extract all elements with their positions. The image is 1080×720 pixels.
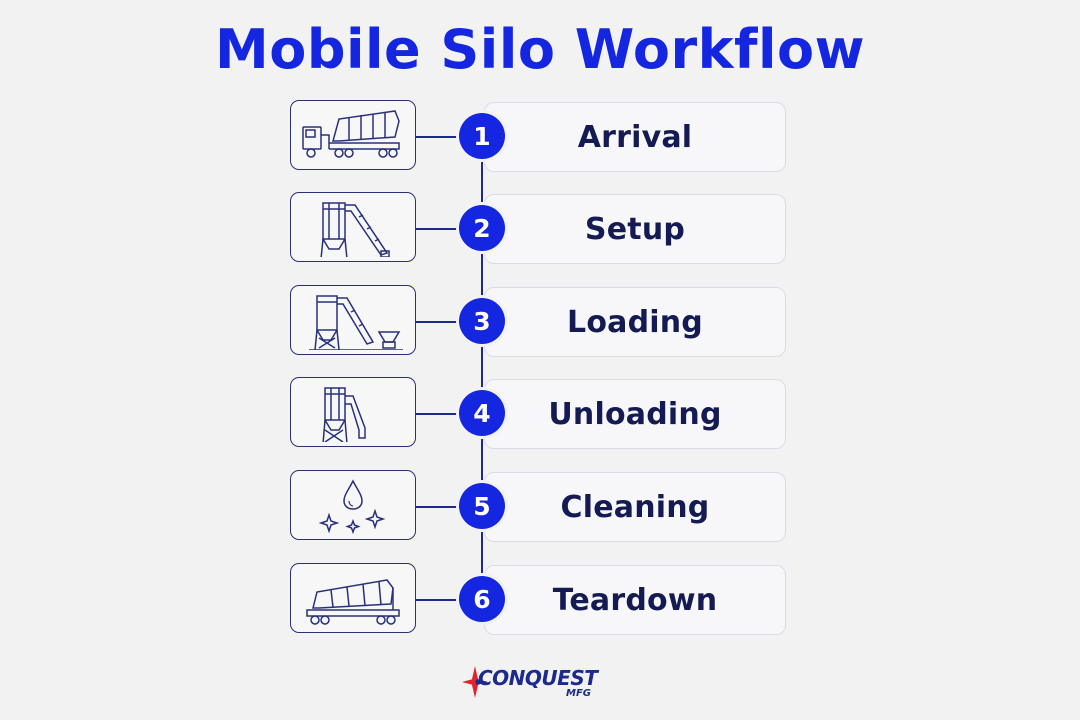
silo-truck-icon [302, 110, 400, 158]
logo-brand: CONQUEST [478, 666, 598, 690]
step-5-card: Cleaning [484, 472, 786, 542]
step-3-card: Loading [484, 287, 786, 357]
step-3-label: Loading [567, 304, 703, 340]
step-4-icon-box [290, 377, 416, 447]
step-1-icon-box [290, 100, 416, 170]
workflow-step-4: Unloading 4 [0, 377, 1080, 449]
workflow-step-3: Loading 3 [0, 285, 1080, 357]
step-4-number-badge: 4 [459, 390, 505, 436]
conquest-logo: CONQUEST MFG [460, 664, 610, 706]
logo-sub: MFG [566, 688, 591, 699]
step-5-label: Cleaning [560, 489, 710, 525]
compass-star-icon [462, 666, 488, 698]
step-2-label: Setup [584, 211, 686, 247]
step-5-connector [416, 506, 464, 508]
silo-unloading-icon [322, 387, 366, 442]
step-6-card: Teardown [484, 565, 786, 635]
step-6-label: Teardown [552, 582, 718, 618]
step-5-icon-box [290, 470, 416, 540]
workflow-step-1: Arrival 1 [0, 100, 1080, 172]
step-3-icon-box [290, 285, 416, 355]
step-1-card: Arrival [484, 102, 786, 172]
step-6-icon-box [290, 563, 416, 633]
step-1-number-badge: 1 [459, 113, 505, 159]
silo-loading-icon [309, 295, 403, 350]
step-6-connector [416, 599, 464, 601]
step-2-connector [416, 228, 464, 230]
water-drop-sparkle-icon [318, 479, 386, 535]
step-2-icon-box [290, 192, 416, 262]
step-4-connector [416, 413, 464, 415]
step-2-number-badge: 2 [459, 205, 505, 251]
silo-conveyor-icon [320, 202, 390, 257]
step-4-card: Unloading [484, 379, 786, 449]
timeline-spine [481, 140, 483, 604]
workflow-step-6: Teardown 6 [0, 563, 1080, 635]
step-6-number-badge: 6 [459, 576, 505, 622]
step-2-card: Setup [484, 194, 786, 264]
step-4-label: Unloading [548, 396, 722, 432]
silo-trailer-icon [306, 579, 400, 625]
step-3-connector [416, 321, 464, 323]
workflow-step-2: Setup 2 [0, 192, 1080, 264]
step-1-label: Arrival [577, 119, 693, 155]
step-1-connector [416, 136, 464, 138]
workflow-step-5: Cleaning 5 [0, 470, 1080, 542]
step-3-number-badge: 3 [459, 298, 505, 344]
page-title: Mobile Silo Workflow [214, 18, 865, 81]
step-5-number-badge: 5 [459, 483, 505, 529]
